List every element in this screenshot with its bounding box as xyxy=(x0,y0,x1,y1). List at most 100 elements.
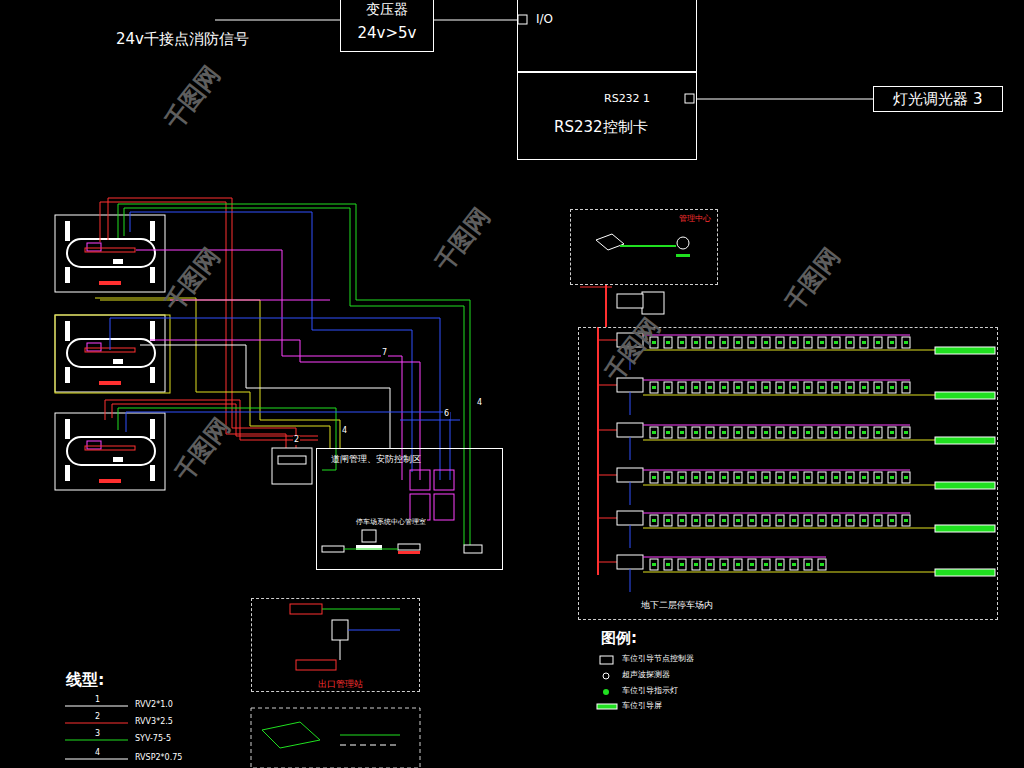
exit-station: 出口管理站 xyxy=(251,598,420,692)
detector-symbol xyxy=(804,337,812,348)
rect-shape xyxy=(251,708,420,768)
detector-symbol xyxy=(818,337,826,348)
guide-screen xyxy=(935,347,995,354)
sign-line xyxy=(643,440,935,441)
detector-symbol xyxy=(734,472,742,483)
indicator-light xyxy=(708,386,712,389)
rect-shape xyxy=(398,544,420,550)
detector-symbol xyxy=(832,472,840,483)
detector-symbol xyxy=(776,382,784,393)
callout-number: 4 xyxy=(476,399,483,408)
indicator-light xyxy=(834,341,838,344)
detector-symbol xyxy=(664,337,672,348)
indicator-light xyxy=(666,431,670,434)
note-label: 停车场系统中心管理室 xyxy=(355,519,427,527)
indicator-light xyxy=(652,563,656,566)
line-shape xyxy=(340,735,400,736)
indicator-light xyxy=(666,341,670,344)
watermark: 千图网 xyxy=(160,61,225,134)
signal-line xyxy=(215,20,340,21)
detector-symbol xyxy=(678,427,686,438)
watermark: 千图网 xyxy=(430,203,495,276)
indicator-light xyxy=(652,431,656,434)
node-text: 变压器 xyxy=(341,1,433,17)
polyline-shape xyxy=(118,204,470,545)
lane-border xyxy=(55,315,170,393)
rect-shape xyxy=(272,448,312,484)
indicator-light xyxy=(694,386,698,389)
detector-symbol xyxy=(706,472,714,483)
detector-symbol xyxy=(846,382,854,393)
power-branch xyxy=(598,385,617,386)
dimmer-box: 灯光调光器 3 xyxy=(873,86,1003,112)
indicator-light xyxy=(736,431,740,434)
detector-symbol xyxy=(650,427,658,438)
detector-symbol xyxy=(790,382,798,393)
parking-equipment xyxy=(598,294,995,592)
callout-number: 2 xyxy=(94,713,101,722)
bus-line xyxy=(630,392,631,415)
detector-bus xyxy=(643,557,826,558)
callout-number: 7 xyxy=(381,349,388,358)
detector-symbol xyxy=(860,382,868,393)
sign-line xyxy=(643,528,935,529)
detector-bus xyxy=(643,380,910,381)
port-square xyxy=(685,94,694,103)
detector-symbol xyxy=(692,337,700,348)
detector-symbol xyxy=(874,472,882,483)
detector-symbol xyxy=(776,427,784,438)
indicator-light xyxy=(862,519,866,522)
detector-symbol xyxy=(664,472,672,483)
wiring xyxy=(95,198,470,545)
detector-symbol xyxy=(748,472,756,483)
legend-line-samples xyxy=(65,706,128,759)
indicator-light xyxy=(862,476,866,479)
legend-text: 超声波探测器 xyxy=(622,671,670,680)
detector-symbol xyxy=(888,427,896,438)
indicator-light xyxy=(736,341,740,344)
indicator-light xyxy=(736,386,740,389)
indicator-light xyxy=(680,341,684,344)
bus-line xyxy=(630,569,631,592)
detector-symbol xyxy=(650,382,658,393)
indicator-light xyxy=(862,431,866,434)
rect-shape xyxy=(278,456,306,464)
detector-symbol xyxy=(818,515,826,526)
detector-symbol xyxy=(678,515,686,526)
indicator-light xyxy=(750,563,754,566)
rect-shape xyxy=(600,656,613,664)
indicator-light xyxy=(666,476,670,479)
lane-symbol xyxy=(55,215,165,292)
indicator-light xyxy=(722,431,726,434)
polyline-shape xyxy=(140,345,390,448)
detector-symbol xyxy=(832,337,840,348)
indicator-light xyxy=(848,341,852,344)
detector-symbol xyxy=(692,382,700,393)
indicator-light xyxy=(890,386,894,389)
node-controller xyxy=(617,555,643,569)
circle-shape xyxy=(677,237,689,249)
indicator-light xyxy=(778,431,782,434)
legend-text: RVSP2*0.75 xyxy=(135,754,182,763)
callout-number: 2 xyxy=(293,436,300,445)
indicator-light xyxy=(904,431,908,434)
guide-screen xyxy=(935,569,995,576)
polyline-shape xyxy=(170,300,330,301)
indicator-light xyxy=(694,519,698,522)
indicator-light xyxy=(694,431,698,434)
control-room-equipment xyxy=(272,448,482,554)
detector-symbol xyxy=(706,337,714,348)
detector-symbol xyxy=(734,559,742,570)
detector-symbol xyxy=(860,515,868,526)
detector-symbol xyxy=(706,515,714,526)
indicator-light xyxy=(806,563,810,566)
detector-symbol xyxy=(804,515,812,526)
indicator-light xyxy=(708,476,712,479)
detector-symbol xyxy=(804,559,812,570)
line-shape xyxy=(340,745,400,746)
legend-text: RVV2*1.0 xyxy=(135,701,173,710)
indicator-light xyxy=(862,341,866,344)
node-controller xyxy=(617,468,643,482)
indicator-light xyxy=(904,476,908,479)
indicator-light xyxy=(890,519,894,522)
